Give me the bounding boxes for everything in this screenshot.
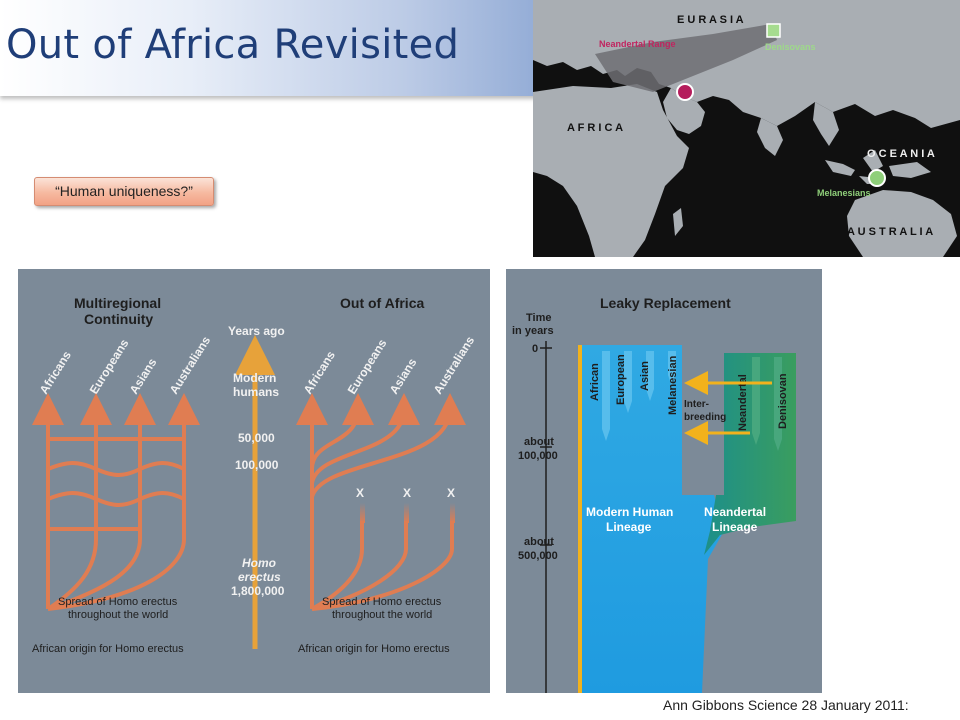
leaky-group-melanesian: Melanesian <box>667 355 679 415</box>
leaky-t500-2: 500,000 <box>518 550 558 562</box>
leaky-inter-2: breeding <box>684 412 726 423</box>
timeline-100000: 100,000 <box>235 458 279 472</box>
label-neandertal-range: Neandertal Range <box>599 39 676 49</box>
out-of-africa-lineages <box>296 393 466 611</box>
ooa-title: Out of Africa <box>340 295 424 311</box>
mr-spread-1: Spread of Homo erectus <box>58 596 178 608</box>
extinct-mark-2: X <box>403 486 411 500</box>
label-africa: A F R I C A <box>567 122 623 134</box>
neandertal-marker <box>676 83 694 101</box>
leaky-title: Leaky Replacement <box>600 295 731 311</box>
extinct-mark-3: X <box>447 486 455 500</box>
label-australia: A U S T R A L I A <box>847 226 933 238</box>
timeline-1800000: 1,800,000 <box>231 584 285 598</box>
label-melanesians: Melanesians <box>817 188 871 198</box>
madagascar-land <box>673 208 683 236</box>
arabia-land <box>663 88 705 134</box>
mr-spread-2: throughout the world <box>68 609 168 621</box>
leaky-replacement-diagram: Leaky Replacement Time in years 0 about … <box>506 269 822 693</box>
leaky-group-african: African <box>589 363 601 401</box>
modern-group-strips <box>602 351 676 441</box>
timeline-50000: 50,000 <box>238 431 275 445</box>
leaky-group-denisovan: Denisovan <box>777 373 789 429</box>
leaky-t100-1: about <box>524 436 554 448</box>
citation: Ann Gibbons Science 28 January 2011: <box>663 697 909 713</box>
leaky-modern-lineage-2: Lineage <box>606 520 652 534</box>
ooa-origin: African origin for Homo erectus <box>298 643 450 655</box>
multiregional-lineages <box>32 393 200 611</box>
neandertal-lineage-shape <box>704 353 796 555</box>
ooa-spread-2: throughout the world <box>332 609 432 621</box>
multiregional-title-1: Multiregional <box>74 295 161 311</box>
timeline-title: Years ago <box>228 324 285 338</box>
leaky-t0: 0 <box>532 343 538 355</box>
extinct-mark-1: X <box>356 486 364 500</box>
extinct-fade-1 <box>360 503 365 523</box>
mr-origin: African origin for Homo erectus <box>32 643 184 655</box>
timeline-erectus-1: Homo <box>242 556 276 570</box>
leaky-t100-2: 100,000 <box>518 450 558 462</box>
multiregional-title-2: Continuity <box>84 311 153 327</box>
leaky-group-asian: Asian <box>639 361 651 391</box>
label-denisovans: Denisovans <box>765 42 816 52</box>
label-eurasia: E U R A S I A <box>677 14 744 26</box>
leaky-time-2: in years <box>512 325 554 337</box>
leaky-neandertal-lineage-1: Neandertal <box>704 505 766 519</box>
ooa-spread-1: Spread of Homo erectus <box>322 596 442 608</box>
melanesian-marker <box>868 169 886 187</box>
australia-land <box>847 190 957 257</box>
indonesia-islands <box>825 150 931 184</box>
southeast-asia-land <box>813 102 839 146</box>
human-uniqueness-callout: “Human uniqueness?” <box>34 177 214 206</box>
leaky-time-1: Time <box>526 312 551 324</box>
leaky-t500-1: about <box>524 536 554 548</box>
eurasia-land <box>533 0 960 128</box>
world-map: E U R A S I A A F R I C A O C E A N I A … <box>533 0 960 257</box>
extinct-fade-3 <box>450 503 455 523</box>
modern-lineage-shape <box>578 345 724 693</box>
leaky-neandertal-lineage-2: Lineage <box>712 520 758 534</box>
label-oceania: O C E A N I A <box>867 148 935 160</box>
neandertal-range-band <box>595 24 777 92</box>
title-band <box>0 0 540 96</box>
denisovan-marker <box>766 23 781 38</box>
africa-land <box>533 84 689 257</box>
leaky-group-neandertal: Neandertal <box>737 374 749 431</box>
leaky-inter-1: Inter- <box>684 399 709 410</box>
timeline-erectus-2: erectus <box>238 570 281 584</box>
timeline-modern-1: Modern <box>233 371 276 385</box>
timeline-modern-2: humans <box>233 385 279 399</box>
models-diagram: Multiregional Continuity Africans Europe… <box>18 269 490 693</box>
leaky-modern-lineage-1: Modern Human <box>586 505 673 519</box>
slide-title: Out of Africa Revisited <box>6 22 460 68</box>
archaic-group-strips <box>752 357 782 451</box>
extinct-fade-2 <box>404 503 409 523</box>
leaky-group-european: European <box>615 354 627 405</box>
india-land <box>757 118 783 156</box>
